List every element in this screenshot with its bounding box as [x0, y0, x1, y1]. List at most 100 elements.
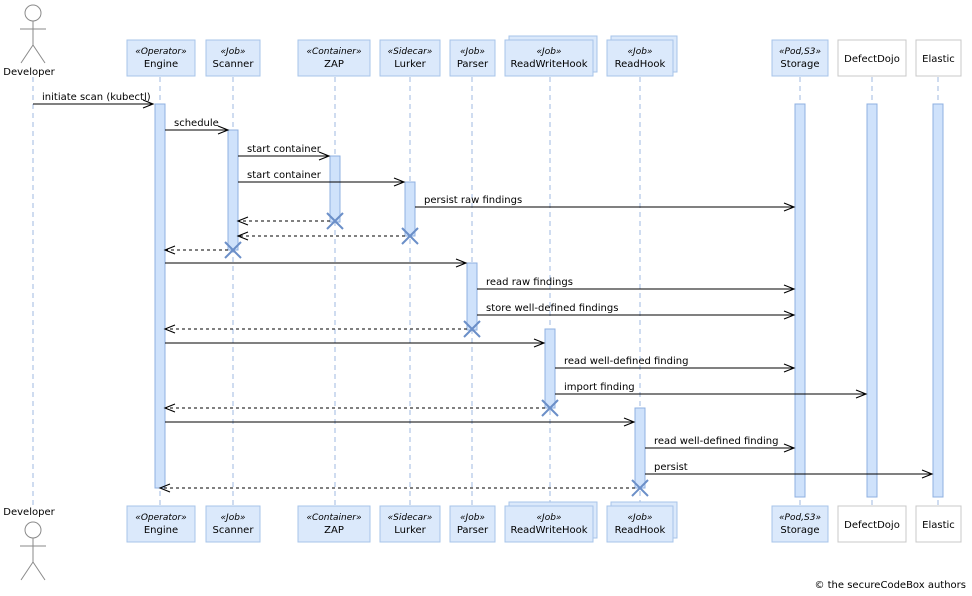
arrowhead [783, 202, 796, 212]
arrowhead [455, 258, 468, 268]
participant-name: ReadHook [615, 59, 666, 70]
participant-box [837, 39, 907, 77]
activation-bars [154, 103, 944, 498]
participant-rwhook-bottom: «Job» ReadWriteHook [504, 501, 598, 543]
activation-engine [154, 103, 166, 489]
message-8 [163, 245, 228, 255]
participant-elastic-top: Elastic [915, 39, 962, 77]
participant-box [205, 505, 261, 543]
arrowhead [236, 231, 249, 241]
message-10: read raw findings [477, 277, 796, 294]
participant-box [504, 39, 594, 77]
arrowhead [783, 284, 796, 294]
activation-parser [466, 262, 478, 331]
participant-scanner-bottom: «Job» Scanner [205, 505, 261, 543]
participant-name: ReadHook [615, 525, 666, 536]
arrowhead [163, 403, 176, 413]
participant-heads-top: «Operator»Engine«Job»Scanner«Container»Z… [126, 35, 962, 77]
message-2: schedule [165, 118, 230, 135]
participant-box [837, 505, 907, 543]
arrowhead [236, 216, 249, 226]
activation-elastic [932, 103, 944, 498]
participant-name: Engine [144, 59, 178, 70]
arrowhead [142, 99, 155, 109]
participant-name: Storage [780, 525, 819, 536]
participant-box [771, 39, 829, 77]
participant-box [771, 505, 829, 543]
message-13 [165, 338, 546, 348]
destroy-marker-lurker [401, 227, 419, 245]
participant-stereotype: «Job» [221, 47, 246, 57]
activation-storage [794, 103, 806, 498]
arrowhead [783, 310, 796, 320]
message-7 [236, 231, 405, 241]
participant-zap-bottom: «Container» ZAP [297, 505, 371, 543]
participant-stereotype: «Job» [537, 513, 562, 523]
arrowhead [393, 177, 406, 187]
participant-name: ReadWriteHook [510, 525, 587, 536]
destroy-marker-parser [463, 320, 481, 338]
participant-name: Scanner [213, 525, 255, 536]
message-20 [158, 483, 635, 493]
activation-rhook [634, 407, 646, 489]
participant-box [126, 505, 196, 543]
arrowhead [163, 324, 176, 334]
participant-box [205, 39, 261, 77]
message-19: persist [645, 462, 934, 479]
developer-label-bottom: Developer [3, 507, 55, 518]
developer-actor-top: Developer [3, 4, 56, 78]
message-label: import finding [564, 382, 635, 393]
participant-name: ZAP [324, 525, 344, 536]
destroy-marker-rhook [631, 479, 649, 497]
participant-box [606, 39, 674, 77]
participant-box [379, 505, 441, 543]
participant-stereotype: «Job» [221, 513, 246, 523]
participant-rhook-top: «Job» ReadHook [606, 35, 678, 77]
participant-name: Engine [144, 525, 178, 536]
participant-name: ZAP [324, 59, 344, 70]
arrowhead [217, 125, 230, 135]
participant-zap-top: «Container» ZAP [297, 39, 371, 77]
participant-box [606, 505, 674, 543]
participant-box [449, 505, 496, 543]
participant-defectdojo-top: DefectDojo [837, 39, 907, 77]
arrowhead [163, 245, 176, 255]
arrowhead [158, 483, 171, 493]
activation-scanner [227, 129, 239, 251]
message-4: start container [238, 170, 406, 187]
activation-zap [329, 155, 341, 223]
destroy-marker-zap [326, 212, 344, 230]
participant-parser-top: «Job»Parser [449, 39, 496, 77]
participant-box [915, 505, 962, 543]
participant-stereotype: «Job» [460, 513, 485, 523]
participant-name: Parser [457, 59, 489, 70]
participant-name: Elastic [922, 54, 955, 65]
developer-label-top: Developer [3, 67, 55, 78]
arrowhead [921, 469, 934, 479]
participant-parser-bottom: «Job»Parser [449, 505, 496, 543]
message-label: store well-defined findings [486, 303, 618, 314]
arrowhead [783, 443, 796, 453]
participant-box [504, 505, 594, 543]
participant-stereotype: «Container» [306, 513, 361, 523]
message-label: read raw findings [486, 277, 573, 288]
message-label: start container [247, 144, 322, 155]
participant-stereotype: «Job» [628, 47, 653, 57]
arrowhead [855, 389, 868, 399]
arrowhead [623, 417, 636, 427]
message-16 [163, 403, 545, 413]
participant-heads-bottom: «Operator» Engine «Job» Scanner «Container» Z… [126, 501, 962, 543]
participant-lurker-top: «Sidecar»Lurker [379, 39, 441, 77]
participant-rhook-bottom: «Job»ReadHook [606, 501, 678, 543]
developer-actor-bottom: Developer [3, 507, 56, 581]
participant-box [915, 39, 962, 77]
participant-engine-top: «Operator»Engine [126, 39, 196, 77]
participant-name: Lurker [394, 525, 426, 536]
message-15: import finding [555, 382, 868, 399]
activation-rwhook [544, 328, 556, 409]
participant-box [379, 39, 441, 77]
message-6 [236, 216, 330, 226]
participant-stereotype: «Container» [306, 47, 361, 57]
participant-stereotype: «Operator» [135, 513, 186, 523]
